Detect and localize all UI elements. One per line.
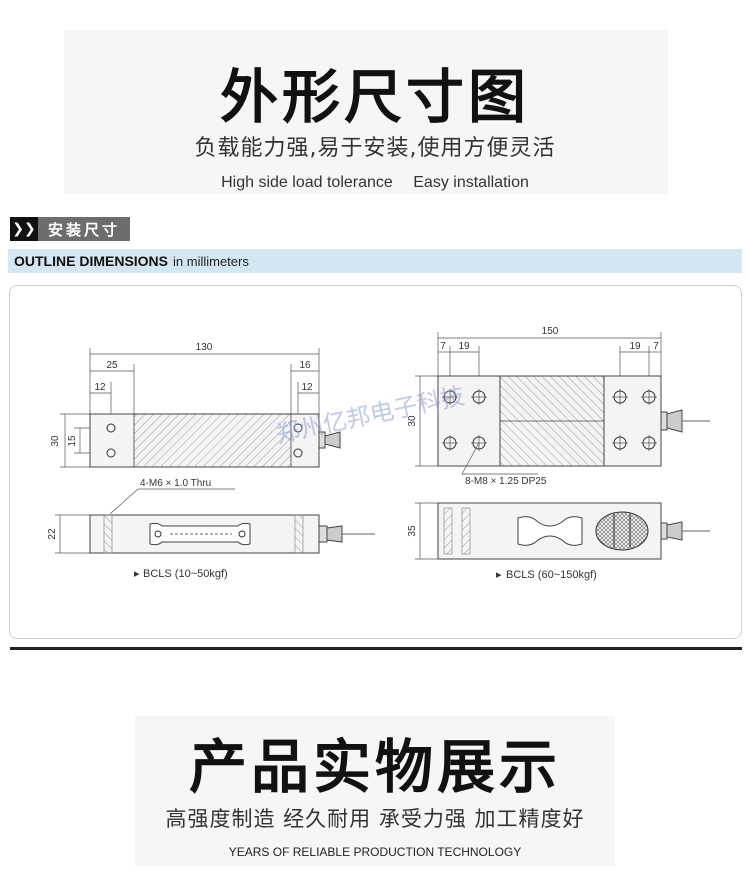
section-divider bbox=[10, 647, 742, 650]
outline-bar-unit: in millimeters bbox=[173, 253, 249, 269]
small-right-offset-dim: 16 bbox=[299, 360, 311, 371]
page-subtitle: 负载能力强,易于安装,使用方便灵活 bbox=[194, 136, 556, 161]
large-sensor-side-view: 35 ▸ BCLS (60~150kgf) bbox=[407, 502, 710, 581]
product-display-subtitle: 高强度制造 经久耐用 承受力强 加工精度好 bbox=[165, 807, 585, 831]
install-tag-label: 安装尺寸 bbox=[38, 217, 131, 241]
small-sensor-side-view: 4-M6 × 1.0 Thru 22 ▸ BCLS (10~50kgf) bbox=[47, 478, 375, 580]
install-section-tag: ❯❯ 安装尺寸 bbox=[10, 217, 131, 241]
small-left-hole-dim: 12 bbox=[94, 382, 106, 393]
footer-background bbox=[135, 716, 615, 866]
large-left-edge-dim: 7 bbox=[440, 341, 446, 352]
large-caption-arrow-icon: ▸ bbox=[496, 569, 502, 581]
small-left-offset-dim: 25 bbox=[106, 360, 118, 371]
large-left-hole-dim: 19 bbox=[458, 341, 470, 352]
small-right-hole-dim: 12 bbox=[301, 382, 313, 393]
large-right-edge-dim: 7 bbox=[653, 341, 659, 352]
small-caption: BCLS (10~50kgf) bbox=[143, 568, 228, 580]
small-sensor-top-view: 130 25 16 12 12 30 15 bbox=[50, 342, 341, 468]
large-side-height-dim: 35 bbox=[407, 525, 418, 537]
small-caption-arrow-icon: ▸ bbox=[134, 568, 140, 580]
small-thread-note: 4-M6 × 1.0 Thru bbox=[140, 478, 211, 489]
feature-side-load: High side load tolerance bbox=[221, 174, 393, 191]
large-length-dim: 150 bbox=[542, 326, 559, 337]
outline-bar-title: OUTLINE DIMENSIONS bbox=[14, 253, 169, 269]
feature-easy-install: Easy installation bbox=[413, 174, 529, 191]
product-display-title: 产品实物展示 bbox=[188, 733, 561, 801]
page-title: 外形尺寸图 bbox=[219, 63, 530, 131]
large-sensor-top-view: 150 7 19 19 7 30 bbox=[407, 326, 710, 487]
small-height-dim: 30 bbox=[50, 435, 61, 447]
feature-list: High side load tolerance Easy installati… bbox=[0, 174, 750, 192]
dimension-drawing-panel: 130 25 16 12 12 30 15 bbox=[9, 285, 742, 639]
large-height-dim: 30 bbox=[407, 415, 418, 427]
outline-dimensions-bar: OUTLINE DIMENSIONS in millimeters bbox=[8, 249, 742, 273]
small-hole-spacing-dim: 15 bbox=[67, 435, 78, 447]
large-caption: BCLS (60~150kgf) bbox=[506, 569, 597, 581]
dimension-drawings: 130 25 16 12 12 30 15 bbox=[47, 326, 710, 581]
small-length-dim: 130 bbox=[196, 342, 213, 353]
large-right-hole-dim: 19 bbox=[629, 341, 641, 352]
double-chevron-icon: ❯❯ bbox=[10, 217, 38, 241]
header-background bbox=[64, 30, 668, 194]
small-side-height-dim: 22 bbox=[47, 528, 58, 540]
large-thread-note: 8-M8 × 1.25 DP25 bbox=[465, 476, 547, 487]
product-display-tagline: YEARS OF RELIABLE PRODUCTION TECHNOLOGY bbox=[228, 845, 522, 859]
